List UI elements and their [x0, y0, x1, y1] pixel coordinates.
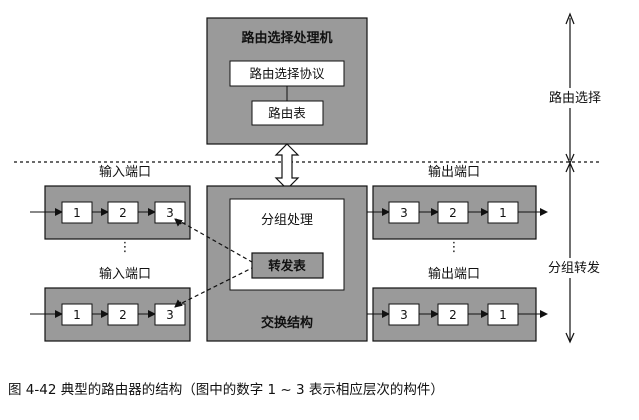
routing-protocol-label: 路由选择协议 — [249, 66, 325, 81]
output-stage-label: 1 — [499, 206, 507, 220]
input-port-bottom: ⋮ 输入端口 1 2 3 — [30, 240, 191, 342]
switch-fabric: 分组处理 转发表 交换结构 — [206, 185, 368, 342]
routing-protocol-box — [229, 60, 345, 87]
input-stage-label: 1 — [73, 206, 81, 220]
input-port-label: 输入端口 — [99, 266, 151, 282]
double-arrow-processor-fabric — [274, 143, 300, 190]
output-stage-label: 3 — [400, 206, 408, 220]
input-port-top: 输入端口 1 2 3 — [30, 164, 191, 240]
forwarding-layer-label: 分组转发 — [548, 260, 600, 276]
forwarding-table-label: 转发表 — [268, 258, 306, 273]
routing-processor: 路由选择处理机 路由选择协议 路由表 — [206, 17, 368, 145]
lookup-arrowhead-top — [174, 218, 183, 227]
lookup-dashed-line-top — [175, 218, 253, 263]
routing-arrowhead-up — [565, 12, 575, 25]
routing-table-box — [251, 100, 324, 126]
lookup-dashed-line-bottom — [175, 267, 253, 307]
ellipsis-vertical: ⋮ — [448, 240, 461, 255]
output-stage-label: 2 — [449, 206, 457, 220]
input-stage-label: 3 — [166, 206, 174, 220]
packet-processing-label: 分组处理 — [261, 213, 313, 228]
switch-fabric-label: 交换结构 — [261, 315, 313, 331]
output-stage-label: 2 — [449, 308, 457, 322]
forwarding-table-box — [251, 252, 324, 279]
routing-processor-title: 路由选择处理机 — [241, 30, 332, 46]
output-port-bottom: ⋮ 输出端口 3 2 1 — [367, 240, 548, 342]
output-stage-label: 1 — [499, 308, 507, 322]
input-stage-label: 2 — [119, 206, 127, 220]
input-stage-label: 2 — [119, 308, 127, 322]
input-stage-label: 1 — [73, 308, 81, 322]
lookup-arrowhead-bottom — [174, 299, 183, 308]
input-stage-box — [154, 303, 186, 326]
output-port-label: 输出端口 — [428, 164, 480, 180]
ellipsis-vertical: ⋮ — [119, 240, 132, 255]
routing-table-label: 路由表 — [268, 106, 306, 121]
output-port-top: 输出端口 3 2 1 — [367, 164, 548, 240]
figure-caption: 图 4-42 典型的路由器的结构（图中的数字 1 ~ 3 表示相应层次的构件） — [8, 381, 444, 398]
input-stage-box — [154, 201, 186, 224]
forwarding-arrowhead-down — [565, 332, 575, 344]
routing-layer-label: 路由选择 — [549, 90, 601, 106]
layer-indicators: 路由选择 分组转发 — [548, 12, 601, 344]
input-stage-label: 3 — [166, 308, 174, 322]
forwarding-arrowhead-up — [565, 161, 575, 173]
output-stage-label: 3 — [400, 308, 408, 322]
input-port-label: 输入端口 — [99, 164, 151, 180]
output-port-label: 输出端口 — [428, 266, 480, 282]
